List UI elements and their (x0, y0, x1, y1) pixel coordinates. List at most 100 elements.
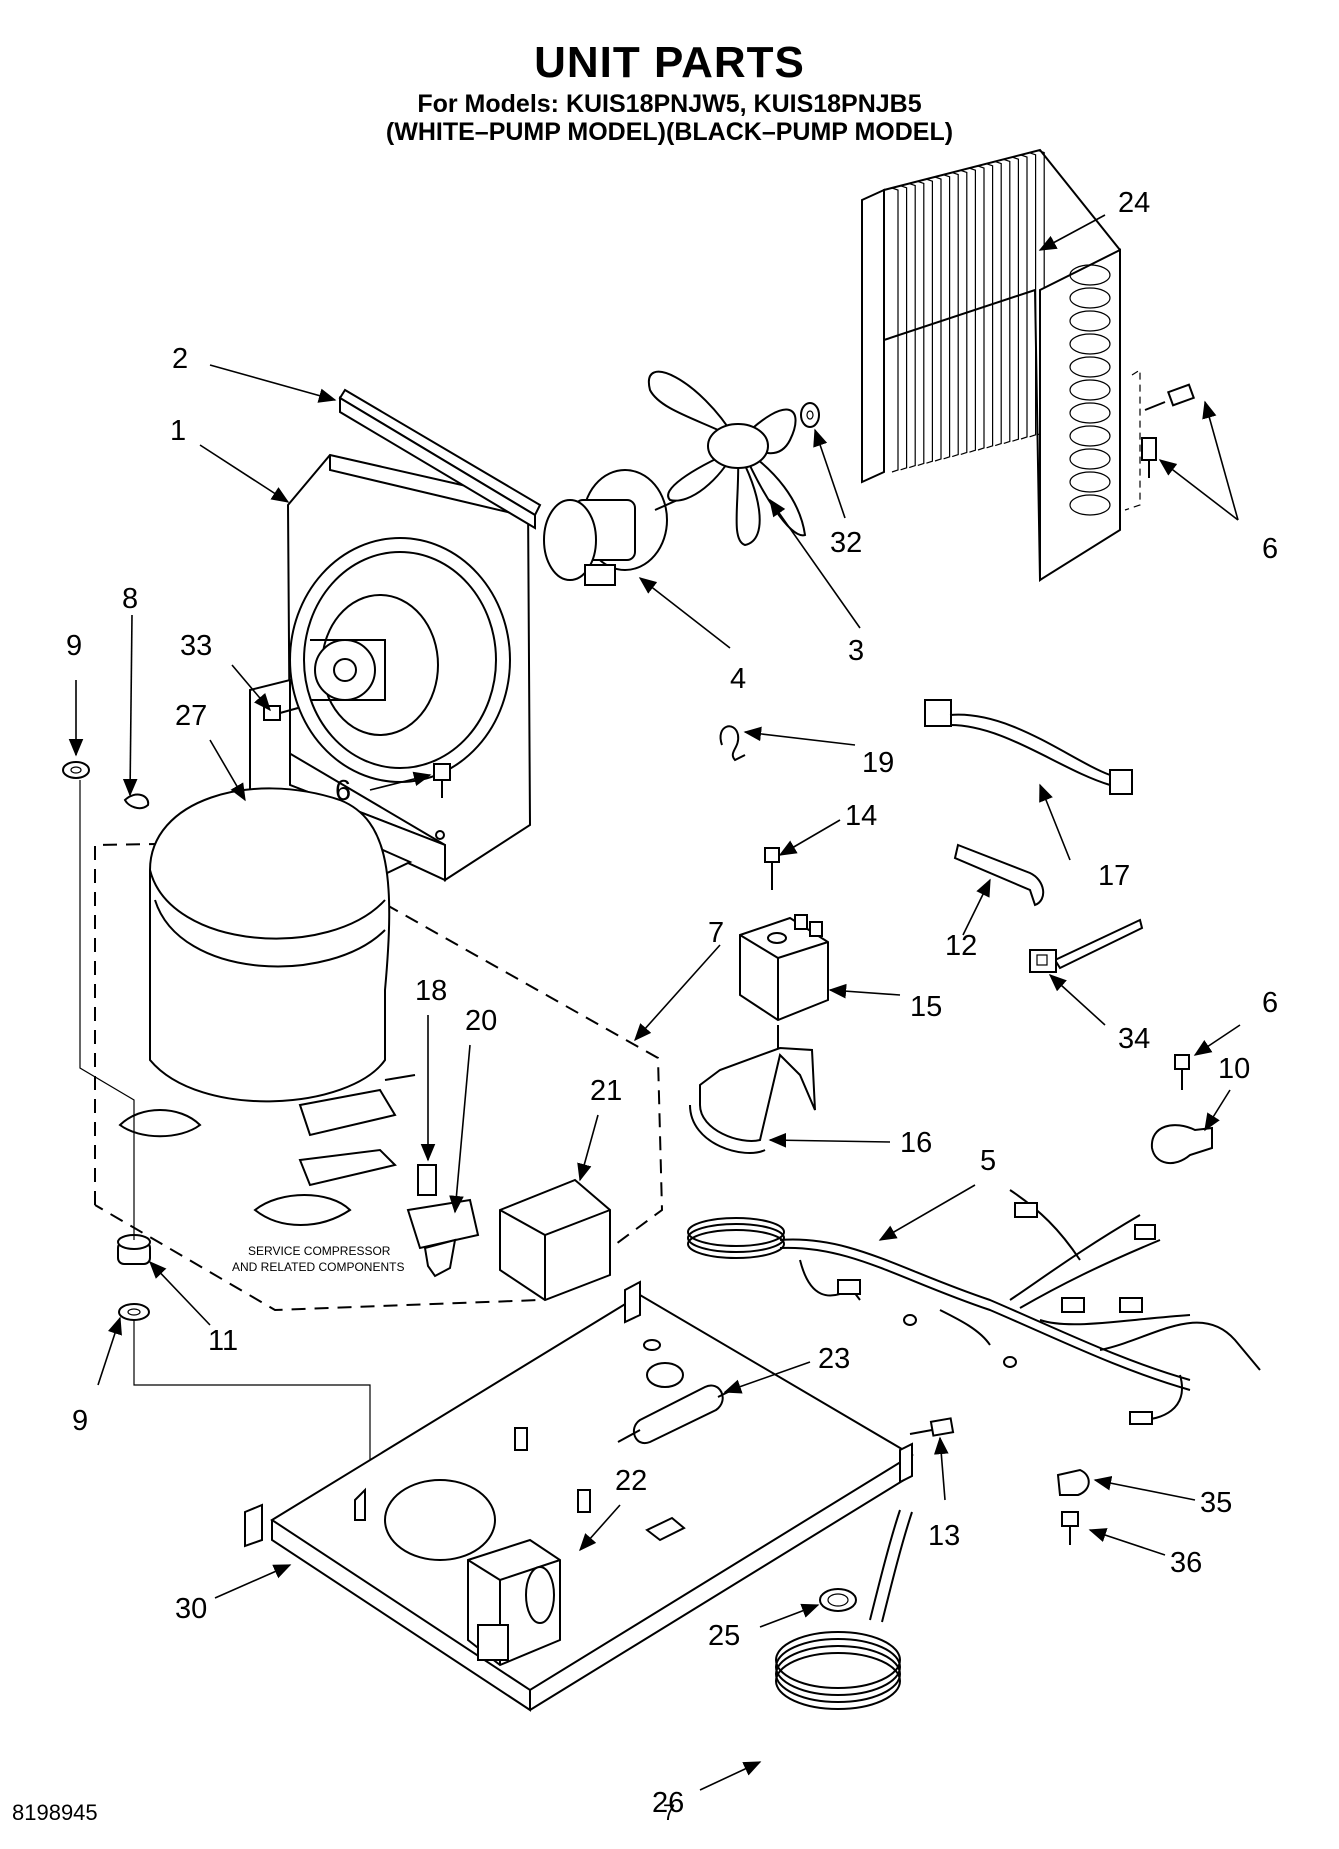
cable-tie-part-34[interactable] (1029, 918, 1144, 973)
models-line: For Models: KUIS18PNJW5, KUIS18PNJB5 (417, 90, 922, 118)
condenser-fin (934, 176, 942, 462)
screw-part-36[interactable] (1061, 1511, 1079, 1545)
callout-26: 26 (652, 1787, 684, 1819)
callout-23: 23 (818, 1343, 850, 1375)
callout-3: 3 (848, 635, 864, 667)
condenser-coil-loop (1069, 471, 1111, 493)
condenser-coil-loop (1069, 356, 1111, 378)
callout-1: 1 (170, 415, 186, 447)
callout-25: 25 (708, 1620, 740, 1652)
condenser-fin (1003, 158, 1011, 444)
wire-harness-part-5[interactable] (687, 1189, 1261, 1425)
callout-7: 7 (708, 917, 724, 949)
valve-bracket-part-16[interactable] (689, 1025, 816, 1154)
clamp-part-10[interactable] (1150, 1124, 1213, 1164)
condenser-coil-loop (1069, 333, 1111, 355)
callout-8: 8 (122, 583, 138, 615)
service-note-line1: SERVICE COMPRESSOR (248, 1244, 391, 1258)
base-pan-part-30[interactable] (244, 1280, 914, 1712)
callout-20: 20 (465, 1005, 497, 1037)
washer-part-32[interactable] (800, 402, 820, 428)
callout-17: 17 (1098, 860, 1130, 892)
condenser-fin (943, 174, 951, 460)
callout-36: 36 (1170, 1547, 1202, 1579)
condenser-fin (891, 187, 899, 473)
screw-part-6-clamp[interactable] (1174, 1054, 1190, 1090)
capacitor-part-21[interactable] (499, 1178, 611, 1302)
clip-part-8[interactable] (123, 793, 150, 810)
grommet-part-11[interactable] (117, 1234, 151, 1265)
document-number: 8198945 (12, 1800, 98, 1825)
fan-motor-part-4[interactable] (543, 469, 701, 586)
callout-33: 33 (180, 630, 212, 662)
callout-14: 14 (845, 800, 877, 832)
condenser-coil-loop (1069, 310, 1111, 332)
gasket-strip-part-2[interactable] (338, 388, 542, 530)
callout-11: 11 (208, 1325, 238, 1357)
condenser-coil-loop (1069, 448, 1111, 470)
page-title: UNIT PARTS (534, 38, 805, 87)
callout-35: 35 (1200, 1487, 1232, 1519)
washer-part-9-bottom[interactable] (118, 1303, 150, 1321)
overload-part-18[interactable] (417, 1164, 437, 1196)
callout-6-clamp: 6 (1262, 987, 1278, 1019)
callout-5: 5 (980, 1145, 996, 1177)
callout-19: 19 (862, 747, 894, 779)
callout-6-shroud: 6 (335, 775, 351, 807)
screw-part-14[interactable] (764, 847, 780, 890)
callout-12: 12 (945, 930, 977, 962)
water-valve-part-15[interactable] (739, 914, 829, 1022)
callout-9-top: 9 (66, 630, 82, 662)
screw-part-6-condenser-top[interactable] (1144, 383, 1196, 411)
condenser-coil-loop (1069, 379, 1111, 401)
condenser-fin (977, 165, 985, 451)
grommet-part-9-top[interactable] (62, 761, 90, 779)
screw-part-6-condenser-bottom[interactable] (1141, 437, 1157, 478)
callout-30: 30 (175, 1593, 207, 1625)
condenser-fin (1020, 154, 1028, 440)
service-note-line2: AND RELATED COMPONENTS (232, 1260, 404, 1274)
condenser-part-24[interactable] (861, 148, 1121, 582)
condenser-fin (1012, 156, 1020, 442)
fan-blade-part-3[interactable] (647, 370, 807, 547)
callout-4: 4 (730, 663, 746, 695)
callout-34: 34 (1118, 1023, 1150, 1055)
callout-18: 18 (415, 975, 447, 1007)
condenser-fin (926, 178, 934, 464)
callout-2: 2 (172, 343, 188, 375)
clip-part-19[interactable] (719, 725, 746, 762)
condenser-fin (995, 161, 1002, 447)
callout-21: 21 (590, 1075, 622, 1107)
condenser-fin (909, 183, 916, 469)
condenser-fin (960, 169, 968, 455)
condenser-fin (900, 185, 908, 471)
service-compressor-group-part-7[interactable] (94, 787, 664, 1312)
callout-labels: 1 2 3 4 5 6 6 6 7 8 9 9 10 11 12 13 14 1… (66, 187, 1278, 1819)
drain-pump-part-22[interactable] (467, 1538, 561, 1667)
condenser-fin (917, 180, 925, 466)
harness-part-17[interactable] (924, 699, 1133, 795)
leader-arrows (68, 214, 1241, 1791)
callout-10: 10 (1218, 1053, 1250, 1085)
hose-part-26[interactable] (775, 1509, 913, 1710)
callout-24: 24 (1118, 187, 1150, 219)
clip-part-35[interactable] (1056, 1468, 1090, 1496)
relay-part-20[interactable] (406, 1198, 480, 1278)
hose-clamp-part-25[interactable] (819, 1588, 857, 1612)
condenser-fin (952, 172, 959, 458)
condenser-fin (1029, 152, 1037, 438)
callout-27: 27 (175, 700, 207, 732)
callout-13: 13 (928, 1520, 960, 1552)
condenser-fin (986, 163, 994, 449)
callout-16: 16 (900, 1127, 932, 1159)
condenser-coil-loop (1069, 425, 1111, 447)
condenser-coil-loop (1069, 402, 1111, 424)
callout-32: 32 (830, 527, 862, 559)
callout-22: 22 (615, 1465, 647, 1497)
tube-part-12[interactable] (953, 843, 1045, 907)
callout-6-condenser: 6 (1262, 533, 1278, 565)
screw-part-6-shroud[interactable] (433, 763, 451, 798)
condenser-coil-loop (1069, 264, 1111, 286)
screw-part-13[interactable] (909, 1417, 955, 1437)
